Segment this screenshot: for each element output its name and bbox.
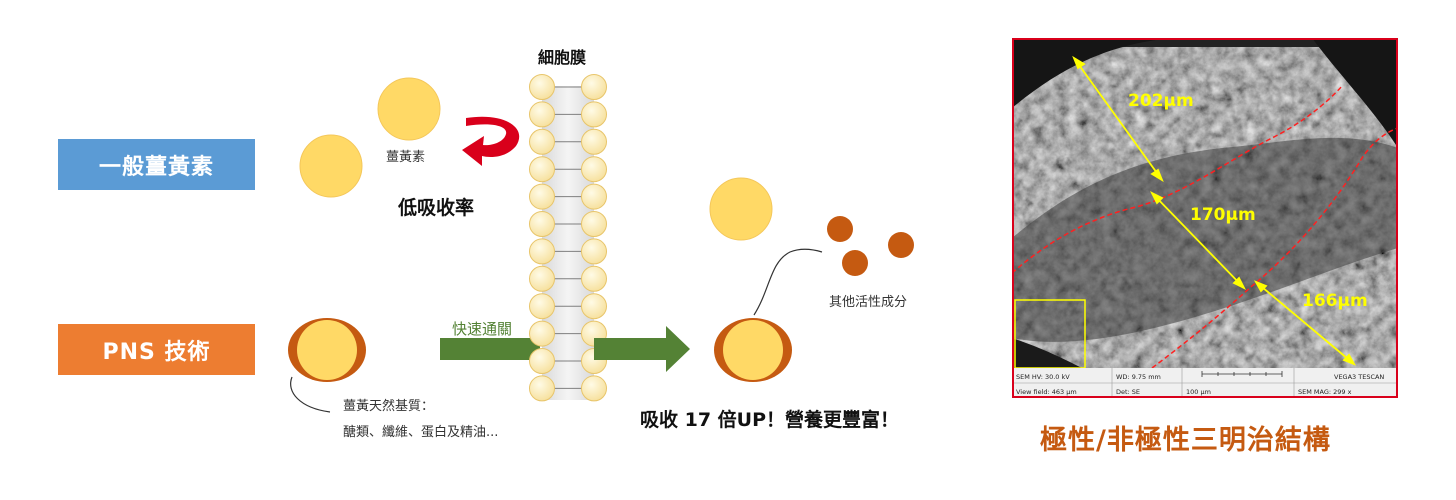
- sem-frame: [1011, 37, 1399, 399]
- lipid-head-right: [581, 375, 607, 402]
- active-component-2: [888, 232, 914, 258]
- lipid-head-left: [529, 183, 555, 210]
- lipid-head-left: [529, 156, 555, 183]
- lipid-head-left: [529, 211, 555, 237]
- lipid-head-left: [529, 348, 555, 374]
- lipid-head-right: [581, 238, 607, 265]
- sem-micrograph: 202μm 170μm 166μm SEM HV: 30.0 kV WD: 9.…: [1011, 37, 1399, 399]
- lipid-head-right: [581, 101, 607, 128]
- lipid-head-left: [529, 101, 555, 128]
- absorption-claim: 吸收 17 倍UP！營養更豐富！: [640, 409, 900, 431]
- sem-info-mag: SEM MAG: 299 x: [1298, 388, 1352, 396]
- sem-info-detector: Det: SE: [1116, 388, 1140, 396]
- bounce-back-arrow: [462, 116, 520, 166]
- matrix-label-line1: 薑黃天然基質：: [343, 399, 435, 414]
- fast-pass-arrow-head: [666, 326, 690, 372]
- lipid-head-right: [581, 211, 607, 237]
- sem-info-scale: 100 μm: [1186, 388, 1211, 396]
- general-curcumin-tag: 一般薑黃素: [58, 139, 255, 190]
- lipid-head-left: [529, 265, 555, 292]
- lipid-head-left: [529, 375, 555, 402]
- lipid-head-right: [581, 265, 607, 292]
- sem-info-hv: SEM HV: 30.0 kV: [1016, 373, 1070, 381]
- connector-curve-actives: [753, 248, 823, 316]
- released-curcumin: [709, 177, 773, 241]
- lipid-head-left: [529, 320, 555, 347]
- sem-info-viewfield: View field: 463 μm: [1016, 388, 1077, 396]
- lipid-head-right: [581, 183, 607, 210]
- active-component-1: [827, 216, 853, 242]
- matrix-label-line2: 醣類、纖維、蛋白及精油...: [343, 425, 499, 440]
- sem-info-device: VEGA3 TESCAN: [1334, 373, 1384, 381]
- absorption-diagram: [288, 74, 914, 413]
- lipid-head-right: [581, 293, 607, 320]
- sem-info-wd: WD: 9.75 mm: [1116, 373, 1161, 381]
- lipid-head-left: [529, 293, 555, 320]
- lipid-head-left: [529, 128, 555, 155]
- pns-technology-tag: PNS 技術: [58, 324, 255, 375]
- curcumin-particle-top: [377, 77, 441, 141]
- cell-membrane: [529, 74, 607, 402]
- sem-caption: 極性/非極性三明治結構: [1040, 425, 1331, 456]
- lipid-head-right: [581, 156, 607, 183]
- connector-curve-matrix: [290, 376, 331, 413]
- curcumin-particle-left: [299, 134, 363, 198]
- fast-pass-arrow-body-left: [440, 338, 540, 360]
- sem-measurement-2: 170μm: [1190, 205, 1256, 225]
- other-actives-label: 其他活性成分: [829, 295, 908, 310]
- lipid-head-left: [529, 74, 555, 100]
- fast-pass-label: 快速通關: [452, 320, 513, 338]
- sem-measurement-3: 166μm: [1302, 291, 1368, 311]
- fast-pass-arrow-body-right: [594, 338, 666, 360]
- pns-particle-left: [288, 318, 366, 382]
- curcumin-label: 薑黃素: [386, 150, 426, 165]
- lipid-head-right: [581, 74, 607, 100]
- pns-particle-right: [714, 318, 792, 382]
- lipid-head-left: [529, 238, 555, 265]
- low-absorption-label: 低吸收率: [398, 197, 475, 219]
- membrane-title: 細胞膜: [538, 48, 587, 67]
- lipid-head-right: [581, 128, 607, 155]
- sem-measurement-1: 202μm: [1128, 91, 1194, 111]
- active-component-3: [842, 250, 868, 276]
